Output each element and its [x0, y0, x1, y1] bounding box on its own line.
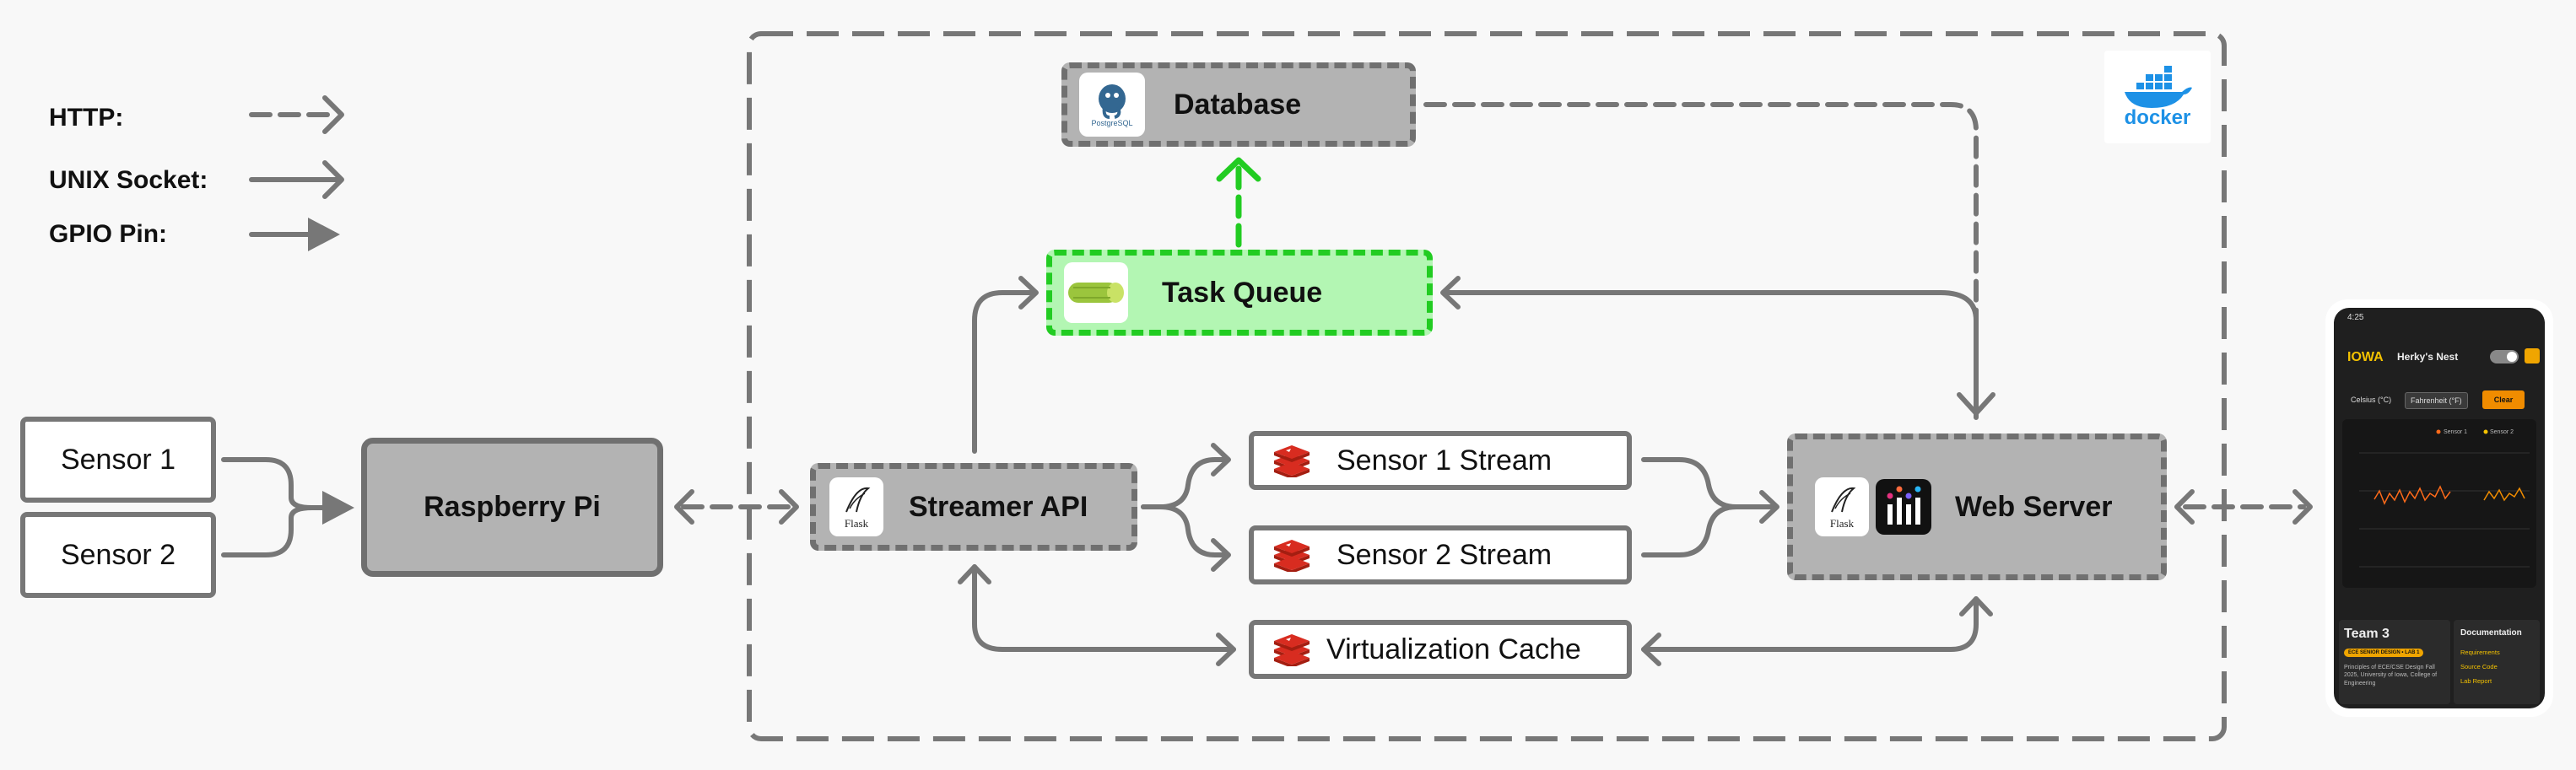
- sensor-2-label: Sensor 2: [60, 538, 176, 571]
- web-server-label: Web Server: [1955, 490, 2113, 523]
- lab-report-link[interactable]: Lab Report: [2460, 677, 2492, 685]
- chart-legend-sensor-1: Sensor 1: [2444, 429, 2468, 435]
- chart-series-sensor-1: [2373, 485, 2451, 505]
- phone-mockup: 4:25 IOWA Herky's Nest Celsius (°C) Fahr…: [2325, 299, 2553, 717]
- requirements-link[interactable]: Requirements: [2460, 649, 2500, 656]
- virtualization-cache-label: Virtualization Cache: [1326, 633, 1581, 665]
- legend-unix-label: UNIX Socket:: [49, 166, 208, 194]
- database-node: PostgreSQL Database: [1061, 62, 1416, 147]
- raspberry-pi-node: Raspberry Pi: [361, 438, 663, 577]
- unix-streamer-streams: [1141, 443, 1231, 572]
- course-badge: ECE SENIOR DESIGN • LAB 1: [2344, 649, 2424, 657]
- docker-whale-icon: [2125, 66, 2192, 108]
- unix-cache-links: [958, 564, 1993, 666]
- chart-series-sensor-2: [2483, 487, 2525, 502]
- celery-icon: [1068, 283, 1124, 303]
- clear-button[interactable]: Clear: [2482, 390, 2525, 409]
- streamer-api-label: Streamer API: [909, 490, 1088, 523]
- phone-app-title: Herky's Nest: [2397, 351, 2459, 363]
- sensor-1-stream-label: Sensor 1 Stream: [1337, 444, 1553, 477]
- flask-icon: [845, 487, 871, 513]
- chart-legend-sensor-2: Sensor 2: [2490, 429, 2514, 435]
- legend-gpio-label: GPIO Pin:: [49, 220, 168, 248]
- flask-icon: [1831, 487, 1856, 513]
- unit-fahrenheit-button[interactable]: Fahrenheit (°F): [2405, 392, 2468, 409]
- docker-logo-text: docker: [2124, 106, 2191, 129]
- http-pi-streamer: [674, 489, 799, 525]
- flask-logo-text: Flask: [1829, 517, 1855, 530]
- virtualization-cache-node: Virtualization Cache: [1249, 620, 1632, 679]
- team-title: Team 3: [2344, 627, 2390, 641]
- celery-logo: [1064, 262, 1128, 323]
- legend-http-arrow: [249, 95, 344, 134]
- streamer-api-node: Flask Streamer API: [810, 463, 1137, 551]
- http-database-webserver: [1423, 102, 1995, 416]
- source-code-link[interactable]: Source Code: [2460, 663, 2498, 670]
- database-label: Database: [1174, 88, 1302, 121]
- course-description: Principles of ECE/CSE Design Fall 2025, …: [2344, 665, 2438, 687]
- team-card: Team 3 ECE SENIOR DESIGN • LAB 1 Princip…: [2339, 620, 2450, 704]
- theme-toggle[interactable]: [2490, 350, 2519, 363]
- flask-logo: Flask: [1815, 477, 1869, 536]
- docker-container-boundary: [747, 31, 2227, 741]
- http-webserver-phone: [2174, 489, 2313, 525]
- http-taskqueue-database: [1216, 157, 1261, 248]
- phone-status-time: 4:25: [2347, 313, 2364, 322]
- legend-http-label: HTTP:: [49, 104, 124, 132]
- flask-logo: Flask: [829, 477, 883, 536]
- gpio-sensor-connector: [221, 457, 332, 557]
- task-queue-label: Task Queue: [1162, 276, 1323, 309]
- docker-logo: docker: [2104, 51, 2211, 143]
- gpio-arrowhead: [322, 491, 354, 525]
- menu-button[interactable]: [2525, 348, 2540, 363]
- postgres-logo: PostgreSQL: [1079, 73, 1145, 137]
- unit-celsius-button[interactable]: Celsius (°C): [2351, 396, 2392, 404]
- unix-streamer-taskqueue: [972, 276, 1039, 454]
- flask-logo-text: Flask: [844, 517, 869, 530]
- legend-gpio-arrow: [249, 218, 340, 251]
- legend-unix-arrow: [249, 160, 344, 199]
- redis-icon: [1274, 445, 1310, 477]
- redis-icon: [1274, 634, 1310, 666]
- sensor-1-stream-node: Sensor 1 Stream: [1249, 431, 1632, 490]
- raspberry-pi-label: Raspberry Pi: [424, 491, 601, 523]
- sensor-1-label: Sensor 1: [60, 443, 176, 476]
- chart-plot: [2359, 429, 2530, 568]
- documentation-title: Documentation: [2460, 628, 2522, 638]
- postgres-icon: [1099, 84, 1126, 119]
- task-queue-node: Task Queue: [1046, 250, 1433, 336]
- web-server-node: Flask Web Server: [1787, 433, 2167, 580]
- sensor-2-node: Sensor 2: [20, 512, 216, 598]
- unix-webserver-taskqueue: [1440, 276, 1979, 420]
- redis-icon: [1274, 540, 1310, 572]
- unix-streams-webserver: [1641, 457, 1779, 557]
- sensor-2-stream-node: Sensor 2 Stream: [1249, 525, 1632, 584]
- postgres-logo-text: PostgreSQL: [1091, 119, 1133, 127]
- sensor-2-stream-label: Sensor 2 Stream: [1337, 538, 1553, 571]
- temperature-chart: Sensor 1 Sensor 2: [2342, 419, 2536, 588]
- sensor-1-node: Sensor 1: [20, 417, 216, 503]
- phone-screen: 4:25 IOWA Herky's Nest Celsius (°C) Fahr…: [2334, 308, 2545, 708]
- phone-brand-logo: IOWA: [2347, 350, 2384, 364]
- plotly-dash-logo: [1876, 479, 1931, 535]
- documentation-card: Documentation Requirements Source Code L…: [2454, 620, 2540, 704]
- dash-chart-icon: [1887, 486, 1921, 525]
